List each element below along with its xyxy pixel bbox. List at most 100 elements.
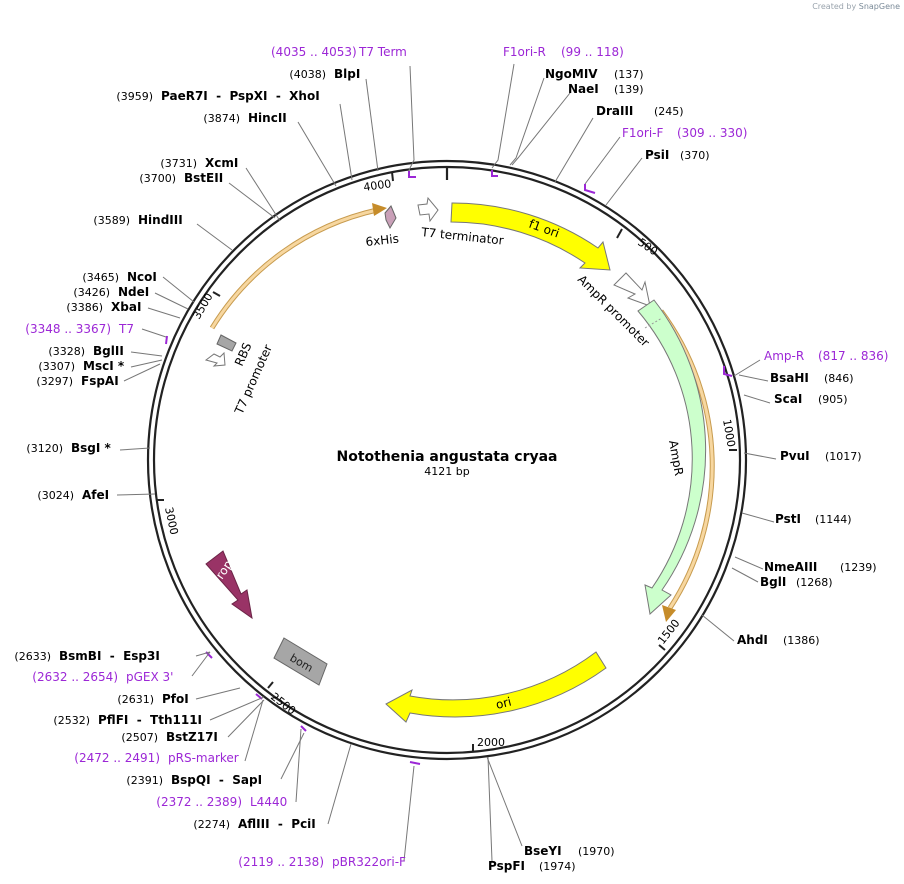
label-paer7i-pspxi-xhoi: PaeR7I - PspXI - XhoI [161, 89, 320, 103]
label-prs-marker-pos: (2472 .. 2491) [74, 751, 160, 765]
feature-rop [205, 550, 253, 620]
label-bspqi-sapi: BspQI - SapI [171, 773, 262, 787]
label-bstz17i: BstZ17I [166, 730, 218, 744]
label-hindiii-pos: (3589) [93, 214, 130, 227]
label-afei: AfeI [82, 488, 109, 502]
label-bgli-pos: (1268) [796, 576, 833, 589]
label-bsahi: BsaHI [770, 371, 809, 385]
label-amp-r: Amp-R [764, 349, 804, 363]
label-t7-term-pos: (4035 .. 4053) [271, 45, 357, 59]
label-ahdi: AhdI [737, 633, 768, 647]
label-blpi-pos: (4038) [289, 68, 326, 81]
feature-bom [273, 637, 328, 686]
label-pbr322ori-f-pos: (2119 .. 2138) [238, 855, 324, 869]
feature-t7-promoter [204, 351, 226, 367]
label-bsgi: BsgI * [71, 441, 112, 455]
label-bspqi-pos: (2391) [126, 774, 163, 787]
left-labels: (4038) BlpI (3959) PaeR7I - PspXI - XhoI… [14, 67, 406, 869]
label-bsmbi-esp3i: BsmBI - Esp3I [59, 649, 160, 663]
label-prs-marker: pRS-marker [168, 751, 239, 765]
label-bsteii-pos: (3700) [139, 172, 176, 185]
label-pflfi-pos: (2532) [53, 714, 90, 727]
label-ncoi-pos: (3465) [82, 271, 119, 284]
label-draiii-pos: (245) [654, 105, 684, 118]
label-ndei: NdeI [118, 285, 149, 299]
label-draiii: DraIII [596, 104, 633, 118]
label-hincii-pos: (3874) [203, 112, 240, 125]
label-ncoi: NcoI [127, 270, 157, 284]
label-bseyi-pos: (1970) [578, 845, 615, 858]
label-pspfi: PspFI [488, 859, 525, 873]
orf-arc-right [659, 310, 714, 609]
label-psii: PsiI [645, 148, 669, 162]
tick-1000: 1000 [720, 418, 738, 448]
feature-6xhis-label: 6xHis [365, 232, 400, 249]
label-bstz17i-pos: (2507) [121, 731, 158, 744]
label-nmeaiii: NmeAIII [764, 560, 817, 574]
feature-rbs [216, 334, 237, 352]
label-msci: MscI * [83, 359, 125, 373]
label-naei-pos: (139) [614, 83, 644, 96]
label-amp-r-pos: (817 .. 836) [818, 349, 888, 363]
label-hincii: HincII [248, 111, 287, 125]
label-afei-pos: (3024) [37, 489, 74, 502]
label-hindiii: HindIII [138, 213, 183, 227]
label-t7: T7 [118, 322, 134, 336]
label-l4440-pos: (2372 .. 2389) [156, 795, 242, 809]
feature-t7-terminator [417, 196, 439, 223]
feature-ampr [637, 299, 707, 615]
snapgene-credit: Created by SnapGene [812, 2, 900, 11]
orf-arc-left [210, 208, 378, 329]
label-pflfi-tth111i: PflFI - Tth111I [98, 713, 202, 727]
label-fspai: FspAI [81, 374, 119, 388]
label-ngomiv: NgoMIV [545, 67, 598, 81]
feature-6xhis [384, 205, 397, 230]
label-xcmi: XcmI [205, 156, 238, 170]
tick-4000: 4000 [363, 177, 393, 194]
label-xbai-pos: (3386) [66, 301, 103, 314]
label-bglii-pos: (3328) [48, 345, 85, 358]
label-bseyi: BseYI [524, 844, 562, 858]
label-pspfi-pos: (1974) [539, 860, 576, 873]
label-msci-pos: (3307) [38, 360, 75, 373]
label-bsteii: BstEII [184, 171, 223, 185]
backbone-outer-circle [146, 159, 748, 761]
label-scai: ScaI [774, 392, 802, 406]
label-pfoi-pos: (2631) [117, 693, 154, 706]
label-afliii-pcii: AflIII - PciI [238, 817, 316, 831]
label-ahdi-pos: (1386) [783, 634, 820, 647]
right-labels: NgoMIV (137) NaeI (139) DraIII (245) F1o… [488, 67, 888, 873]
orf-arc-right-arrow [662, 605, 676, 622]
credit-text: Created by [812, 2, 857, 11]
top-labels: (4035 .. 4053) T7 Term F1ori-R (99 .. 11… [271, 45, 624, 59]
orf-arc-left-outline [209, 207, 378, 330]
leader-lines [116, 63, 777, 862]
label-fspai-pos: (3297) [36, 375, 73, 388]
feature-f1-ori [450, 202, 611, 271]
tick-2000: 2000 [477, 736, 505, 749]
plasmid-name: Notothenia angustata cryaa [337, 449, 558, 465]
label-psti-pos: (1144) [815, 513, 852, 526]
tick-2500: 2500 [268, 690, 298, 717]
label-f1ori-r-pos: (99 .. 118) [561, 45, 624, 59]
label-f1ori-r: F1ori-R [503, 45, 546, 59]
label-pgex3-pos: (2632 .. 2654) [32, 670, 118, 684]
label-bglii: BglII [93, 344, 124, 358]
label-bsgi-pos: (3120) [26, 442, 63, 455]
label-l4440: L4440 [250, 795, 287, 809]
label-scai-pos: (905) [818, 393, 848, 406]
label-blpi: BlpI [334, 67, 360, 81]
tick-3000: 3000 [162, 506, 181, 536]
label-paer7i-pos: (3959) [116, 90, 153, 103]
label-pfoi: PfoI [162, 692, 189, 706]
feature-ampr-label: AmpR [666, 439, 686, 477]
tick-3500: 3500 [190, 291, 215, 322]
label-pgex3: pGEX 3' [126, 670, 173, 684]
label-ngomiv-pos: (137) [614, 68, 644, 81]
label-bsahi-pos: (846) [824, 372, 854, 385]
label-xcmi-pos: (3731) [160, 157, 197, 170]
label-pvui-pos: (1017) [825, 450, 862, 463]
label-t7-term: T7 Term [358, 45, 407, 59]
label-naei: NaeI [568, 82, 599, 96]
